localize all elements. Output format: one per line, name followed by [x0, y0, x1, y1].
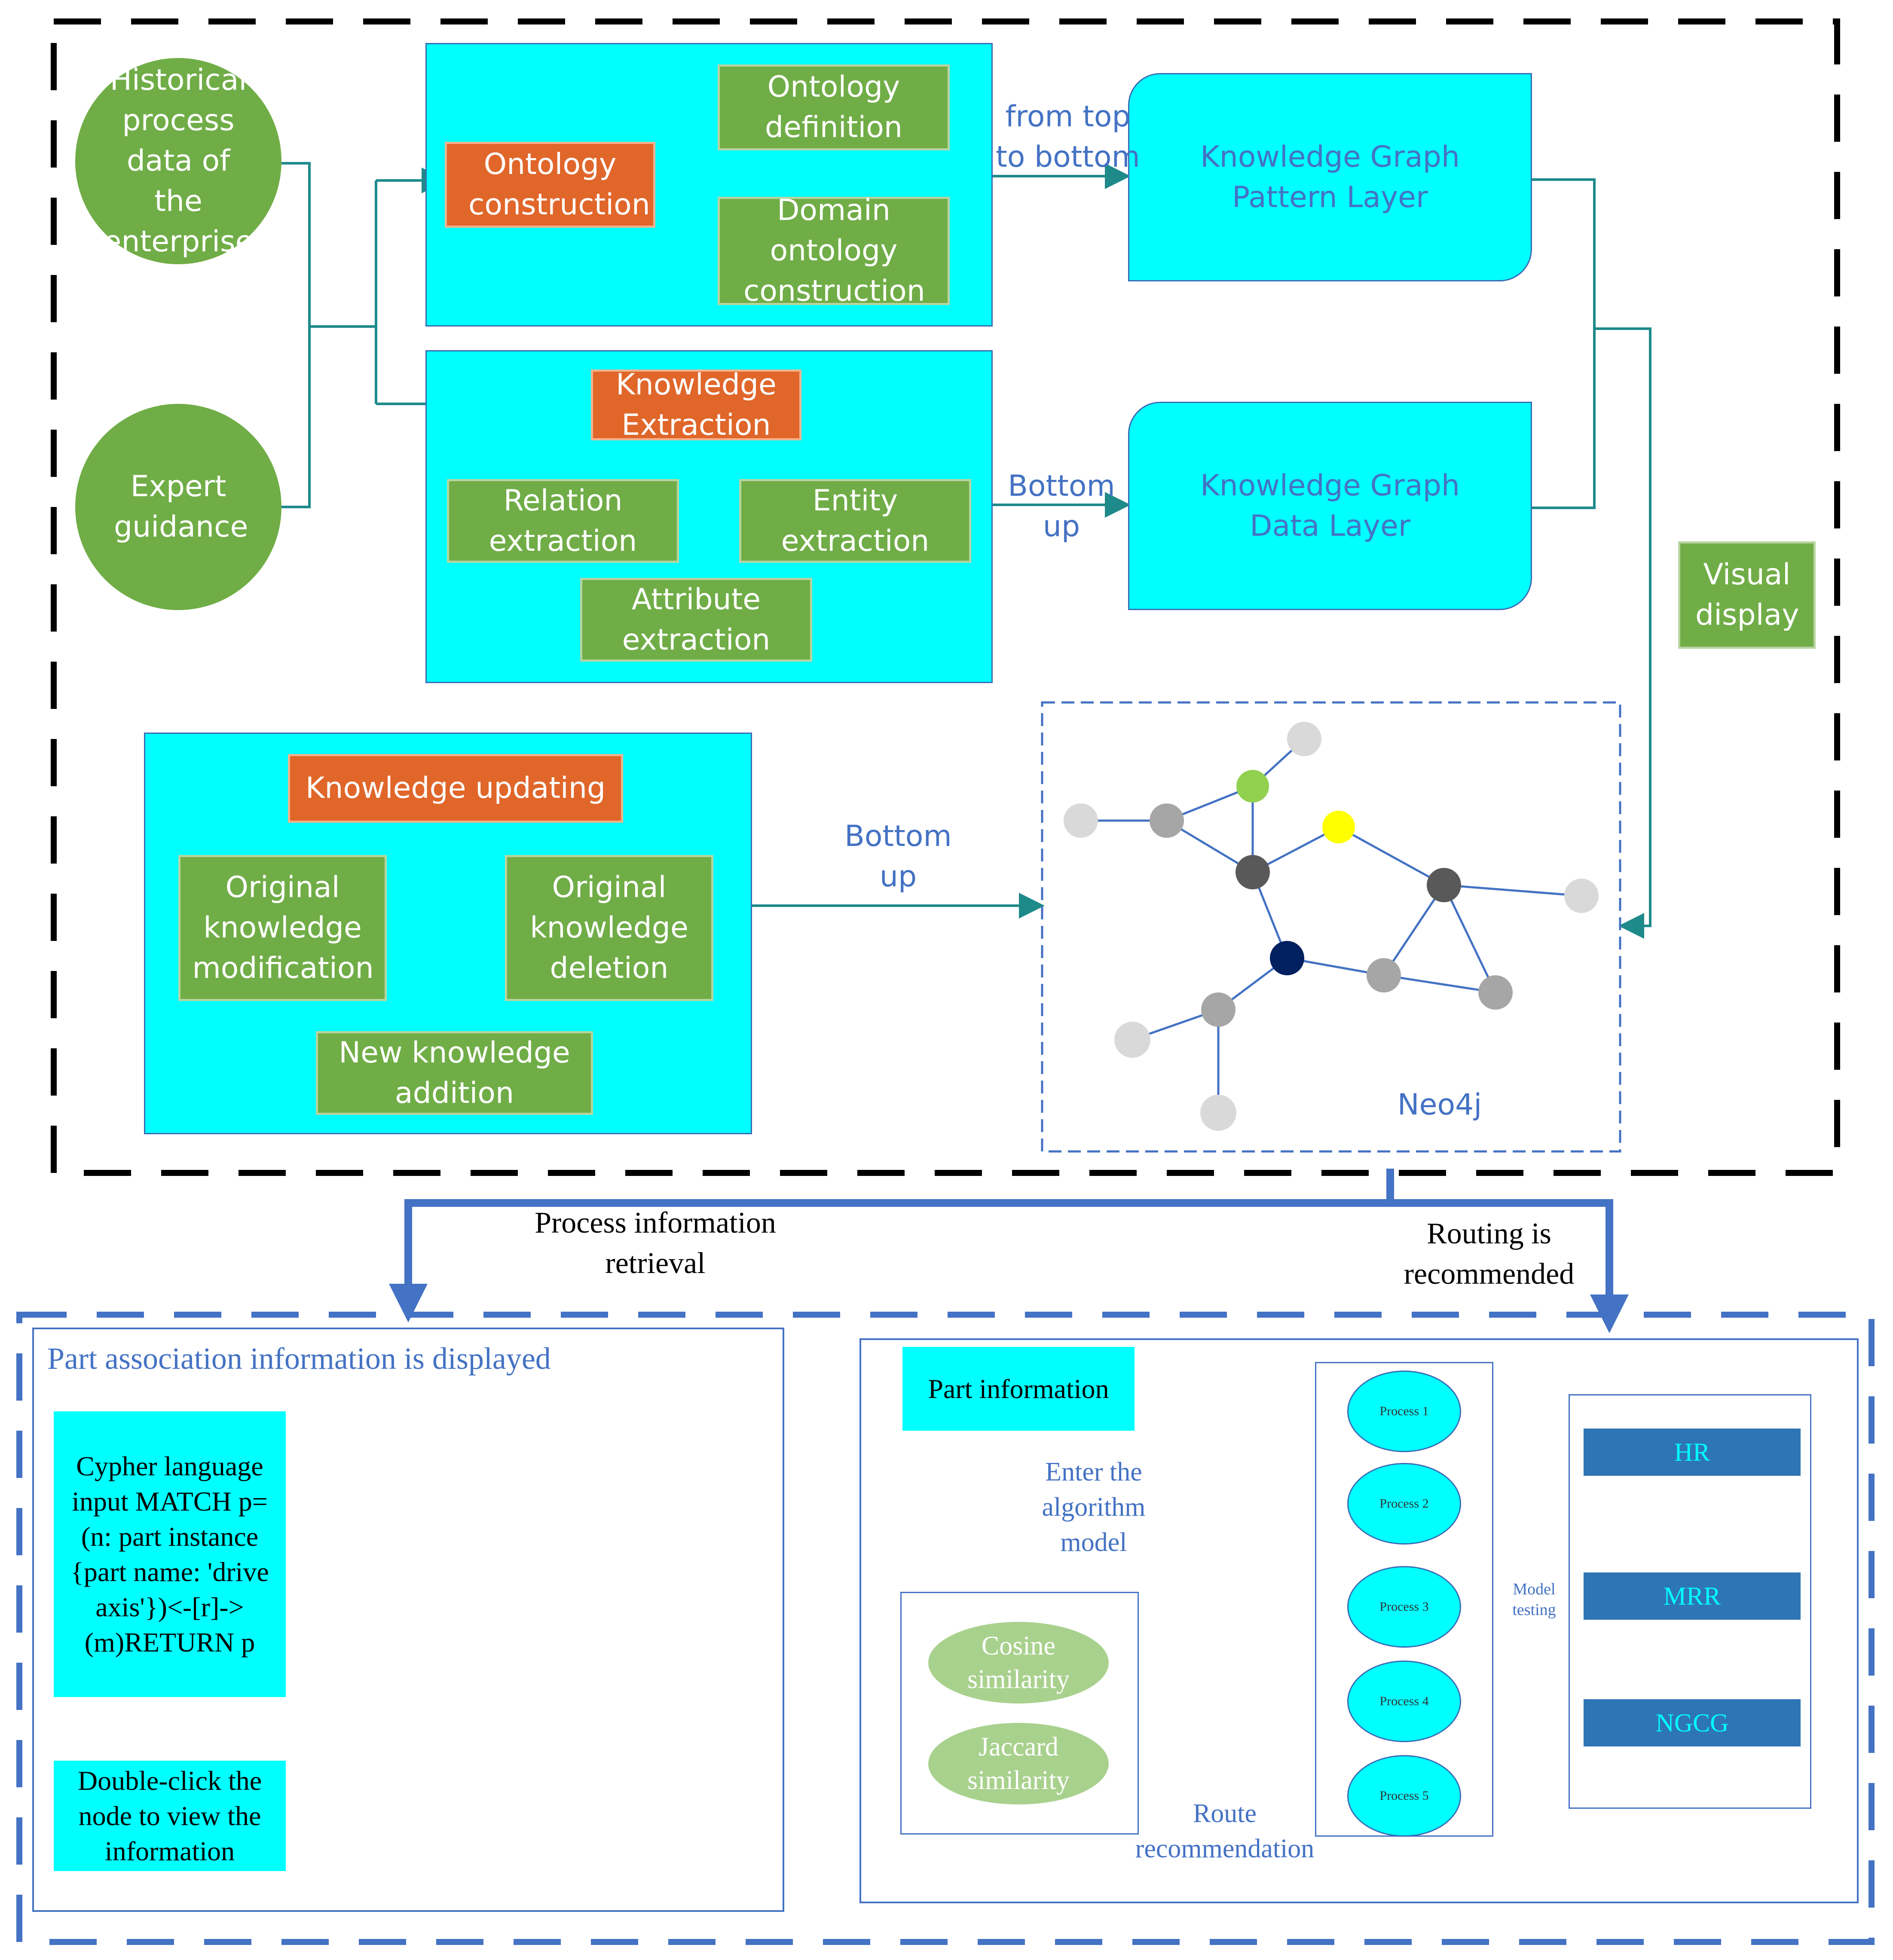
process-label-5: Process 5 — [1379, 1789, 1429, 1803]
metric-mrr: MRR — [1584, 1572, 1801, 1620]
ontology-construction-label: Ontology construction — [468, 147, 650, 222]
domain-ontology-label: Domain ontology construction — [743, 193, 925, 308]
pattern-layer-box: Knowledge Graph Pattern Layer — [1128, 73, 1532, 281]
neo4j-network-graph — [1041, 701, 1621, 1153]
original-modification-box: Original knowledge modification — [178, 855, 387, 1001]
data-layer-box: Knowledge Graph Data Layer — [1128, 402, 1532, 610]
knowledge-updating-label: Knowledge updating — [305, 771, 606, 805]
bottom-up-label-1: Bottom up — [1008, 469, 1115, 543]
knowledge-updating-box: Knowledge updating — [288, 754, 623, 823]
domain-ontology-box: Domain ontology construction — [718, 193, 950, 308]
double-click-text: Double-click the node to view the inform… — [77, 1765, 262, 1866]
bottom-dashed-frame — [16, 1312, 1875, 1945]
double-click-box: Double-click the node to view the inform… — [54, 1761, 286, 1871]
relation-extraction-label: Relation extraction — [489, 483, 637, 558]
part-association-title: Part association information is displaye… — [47, 1341, 551, 1376]
data-layer-label: Knowledge Graph Data Layer — [1200, 468, 1460, 543]
process-label-1: Process 1 — [1379, 1404, 1429, 1418]
process-label-3: Process 3 — [1379, 1600, 1429, 1614]
metric-label-1: HR — [1674, 1438, 1710, 1466]
ontology-construction-box: Ontology construction — [445, 142, 655, 228]
new-addition-label: New knowledge addition — [339, 1035, 570, 1110]
relation-extraction-box: Relation extraction — [447, 479, 679, 563]
process-retrieval-label: Process information retrieval — [535, 1206, 776, 1280]
historical-data-node: Historical process data of the enterpris… — [75, 58, 281, 264]
new-addition-box: New knowledge addition — [316, 1031, 593, 1115]
top-dashed-frame — [51, 18, 1840, 1176]
route-recommendation-label: Route recommendation — [1135, 1799, 1315, 1863]
cosine-similarity-label: Cosine similarity — [967, 1631, 1070, 1694]
knowledge-extraction-box: Knowledge Extraction — [591, 368, 801, 442]
routing-label: Routing is recommended — [1404, 1217, 1575, 1291]
metric-ngcg: NGCG — [1584, 1699, 1801, 1746]
model-testing-label: Model testing — [1512, 1580, 1556, 1619]
process-label-4: Process 4 — [1379, 1694, 1429, 1708]
knowledge-extraction-label: Knowledge Extraction — [616, 367, 777, 442]
visual-display-box: Visual display — [1678, 541, 1816, 649]
process-ellipse-1: Process 1 — [1347, 1371, 1461, 1452]
part-information-box: Part information — [902, 1347, 1135, 1431]
cypher-input-box[interactable]: Cypher language input MATCH p=(n: part i… — [54, 1411, 286, 1697]
process-ellipse-4: Process 4 — [1347, 1661, 1461, 1742]
process-ellipse-5: Process 5 — [1347, 1755, 1461, 1837]
historical-data-label: Historical process data of the enterpris… — [103, 63, 254, 259]
attribute-extraction-box: Attribute extraction — [580, 578, 812, 662]
expert-guidance-label: Expert guidance — [114, 470, 248, 544]
metric-hr: HR — [1584, 1429, 1801, 1476]
entity-extraction-label: Entity extraction — [781, 483, 930, 558]
neo4j-dashed-box — [1041, 701, 1621, 1153]
ontology-definition-box: Ontology definition — [718, 64, 950, 150]
pattern-layer-label: Knowledge Graph Pattern Layer — [1200, 140, 1460, 214]
metric-label-3: NGCG — [1655, 1708, 1729, 1737]
enter-model-label: Enter the algorithm model — [1042, 1457, 1146, 1557]
entity-extraction-box: Entity extraction — [739, 479, 971, 563]
metric-label-2: MRR — [1663, 1581, 1721, 1610]
process-ellipse-2: Process 2 — [1347, 1463, 1461, 1545]
bottom-up-label-2: Bottom up — [844, 819, 952, 894]
process-label-2: Process 2 — [1379, 1496, 1429, 1511]
jaccard-similarity-ellipse: Jaccard similarity — [928, 1723, 1109, 1804]
process-ellipse-3: Process 3 — [1347, 1566, 1461, 1648]
attribute-extraction-label: Attribute extraction — [622, 582, 771, 657]
cosine-similarity-ellipse: Cosine similarity — [928, 1622, 1109, 1704]
part-information-label: Part information — [928, 1373, 1109, 1404]
top-to-bottom-label: from top to bottom — [996, 100, 1140, 174]
section-connectors — [389, 1169, 1629, 1333]
visual-display-label: Visual display — [1695, 558, 1799, 632]
expert-guidance-node: Expert guidance — [75, 404, 281, 610]
cypher-query-text: Cypher language input MATCH p=(n: part i… — [70, 1450, 269, 1658]
original-deletion-label: Original knowledge deletion — [530, 870, 688, 985]
original-deletion-box: Original knowledge deletion — [505, 855, 713, 1001]
jaccard-similarity-label: Jaccard similarity — [967, 1732, 1070, 1795]
original-modification-label: Original knowledge modification — [192, 870, 374, 985]
neo4j-label: Neo4j — [1397, 1088, 1482, 1122]
ontology-definition-label: Ontology definition — [765, 70, 903, 144]
